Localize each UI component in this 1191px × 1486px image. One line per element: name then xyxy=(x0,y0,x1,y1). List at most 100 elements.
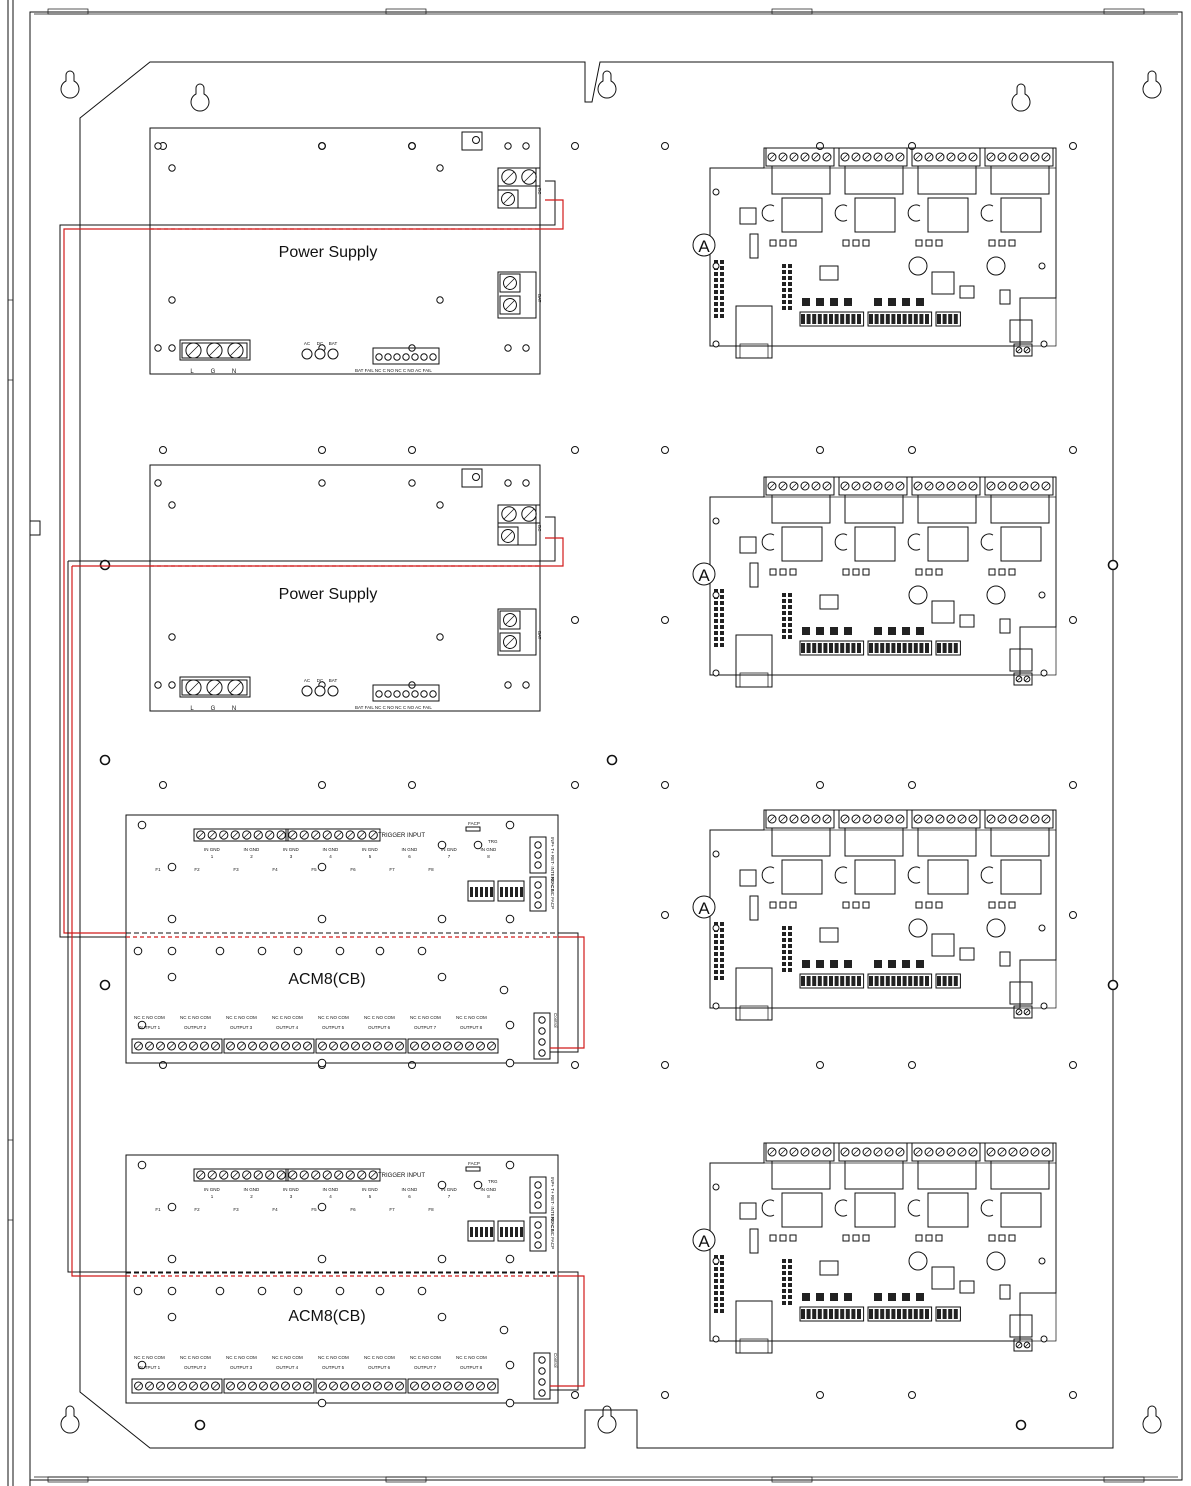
regulator xyxy=(959,285,975,299)
terminal-pin xyxy=(937,643,941,653)
screw-slot xyxy=(201,1043,208,1049)
led-label: BAT xyxy=(329,678,338,683)
screw-slot xyxy=(422,1383,429,1389)
smd-component xyxy=(915,1234,923,1242)
status-led xyxy=(816,298,824,306)
regulator xyxy=(819,594,839,610)
terminal-pin xyxy=(829,976,833,986)
fuse-label: F3 xyxy=(233,1207,239,1212)
terminal-body xyxy=(499,273,521,293)
dip-lever xyxy=(480,1227,483,1237)
output-label: OUTPUT 4 xyxy=(276,1365,299,1370)
mounting-hole xyxy=(571,616,579,624)
terminal-body xyxy=(407,1038,499,1054)
capacitor xyxy=(986,918,1006,938)
header-pin xyxy=(720,631,724,635)
mounting-hole xyxy=(314,348,326,360)
status-led xyxy=(874,960,882,968)
mounting-hole xyxy=(99,979,111,991)
acm-board-title: ACM8(CB) xyxy=(288,1308,365,1325)
terminal-pin xyxy=(840,314,845,324)
screw-slot xyxy=(477,1043,484,1049)
mounting-hole xyxy=(317,1202,327,1212)
mounting-hole xyxy=(1069,781,1077,789)
screw-slot xyxy=(363,1043,370,1049)
callout-circle xyxy=(692,562,716,586)
screw-slot xyxy=(266,1171,273,1179)
header-pin xyxy=(782,962,786,966)
header-pin xyxy=(720,601,724,605)
mounting-hole xyxy=(505,914,515,924)
relay-body xyxy=(917,165,977,195)
mounting-hole xyxy=(534,861,542,869)
screw-slot xyxy=(227,1383,234,1389)
screw-slot xyxy=(304,1043,311,1049)
header-pin xyxy=(782,1265,786,1269)
smd-component xyxy=(988,901,996,909)
smd-component xyxy=(998,901,1006,909)
regulator xyxy=(959,614,975,628)
terminal-pin xyxy=(840,1309,845,1319)
screw-slot xyxy=(168,1043,175,1049)
smd-component xyxy=(789,1234,797,1242)
screw-slot xyxy=(958,482,966,490)
mounting-hole xyxy=(661,446,669,454)
screw-slot xyxy=(1031,815,1039,823)
mounting-hole xyxy=(1040,1002,1048,1010)
ethernet-jack xyxy=(735,634,773,688)
smd-component xyxy=(789,901,797,909)
terminal-pin xyxy=(869,314,873,324)
relay-body xyxy=(917,1160,977,1190)
mounting-hole xyxy=(522,142,530,150)
screw-slot xyxy=(352,1043,359,1049)
header-pin xyxy=(720,964,724,968)
status-led xyxy=(874,627,882,635)
terminal-pin xyxy=(823,314,828,324)
screw-slot xyxy=(823,482,831,490)
keyhole-slot xyxy=(60,1405,80,1434)
crystal xyxy=(749,895,759,921)
header-pin xyxy=(714,260,718,264)
diode-arc xyxy=(907,533,921,551)
input-pin-label: IN GND xyxy=(402,1187,419,1192)
smd-component xyxy=(862,239,870,247)
regulator xyxy=(999,951,1011,967)
mounting-hole xyxy=(538,1378,546,1386)
bat-label: BAT xyxy=(537,294,542,303)
regulator xyxy=(999,618,1011,634)
mounting-hole xyxy=(436,164,444,172)
smd-component xyxy=(915,568,923,576)
output-pin-label: NC C NO COM xyxy=(272,1015,303,1020)
dip-lever xyxy=(505,1227,508,1237)
controller-pcb xyxy=(709,496,1057,676)
mounting-hole xyxy=(317,1398,327,1408)
callout-label: A xyxy=(698,237,710,256)
screw-slot xyxy=(433,1383,440,1389)
terminal-body xyxy=(193,828,289,842)
screw-slot xyxy=(293,1383,300,1389)
screw-slot xyxy=(505,278,515,288)
smd-component xyxy=(842,1234,850,1242)
screw-slot xyxy=(1024,347,1030,353)
mounting-hole xyxy=(1040,669,1048,677)
screw-slot xyxy=(1031,153,1039,161)
diode-arc xyxy=(761,204,775,222)
header-pin xyxy=(714,1291,718,1295)
screw-slot xyxy=(1020,1148,1028,1156)
screw-slot xyxy=(135,1043,142,1049)
ethernet-jack xyxy=(735,967,773,1021)
screw-slot xyxy=(1016,1009,1022,1015)
screw-slot xyxy=(768,815,776,823)
mounting-hole xyxy=(375,353,383,361)
terminal-pin xyxy=(834,643,839,653)
regulator xyxy=(819,265,839,281)
screw-slot xyxy=(341,1043,348,1049)
screw-slot xyxy=(319,1043,326,1049)
processor-chip xyxy=(931,600,955,624)
mounting-hole xyxy=(408,142,416,150)
terminal-pin xyxy=(829,1309,833,1319)
regulator xyxy=(999,289,1011,305)
header-pin xyxy=(782,1301,786,1305)
led-label: DC xyxy=(317,341,324,346)
input-terminal-block xyxy=(935,973,961,989)
